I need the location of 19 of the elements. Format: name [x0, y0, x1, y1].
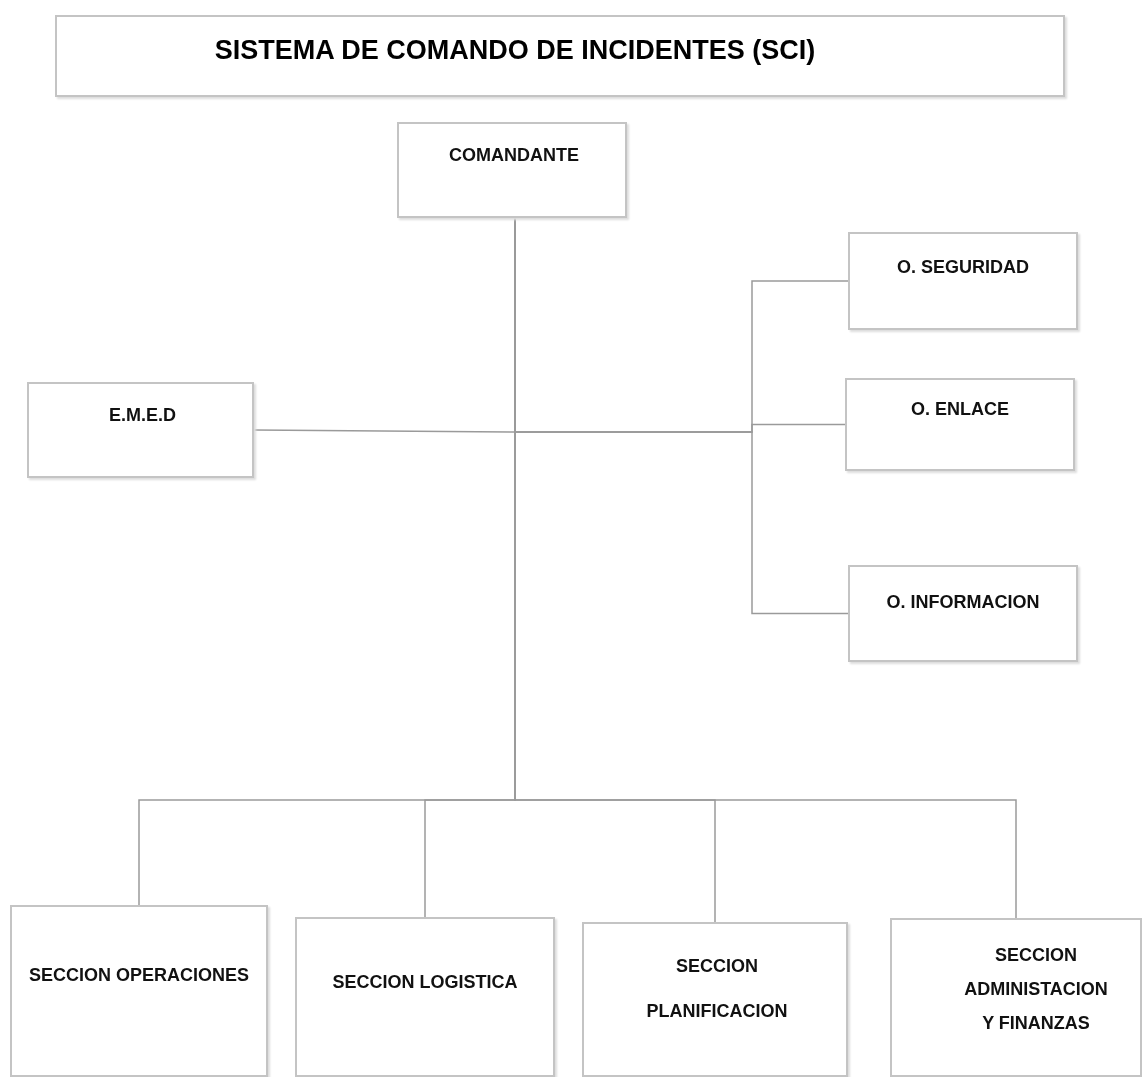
box-label: E.M.E.D [108, 404, 177, 427]
box-label: SECCION ADMINISTACION Y FINANZAS [963, 944, 1109, 1036]
box-label: SECCION LOGISTICA [331, 971, 519, 994]
org-box [890, 918, 1142, 1077]
box-label: SECCION PLANIFICACION [645, 955, 789, 1023]
box-label: O. ENLACE [910, 398, 1010, 421]
box-label: SECCION OPERACIONES [27, 964, 250, 987]
org-box [27, 382, 254, 478]
org-box [397, 122, 627, 218]
org-box [295, 917, 555, 1077]
org-box [848, 565, 1078, 662]
org-box [848, 232, 1078, 330]
box-label: COMANDANTE [448, 144, 580, 167]
org-box [10, 905, 268, 1077]
org-box [845, 378, 1075, 471]
box-label: O. INFORMACION [885, 591, 1041, 614]
title-box: SISTEMA DE COMANDO DE INCIDENTES (SCI) [55, 15, 1065, 97]
org-box [582, 922, 848, 1077]
box-label: O. SEGURIDAD [896, 256, 1030, 279]
